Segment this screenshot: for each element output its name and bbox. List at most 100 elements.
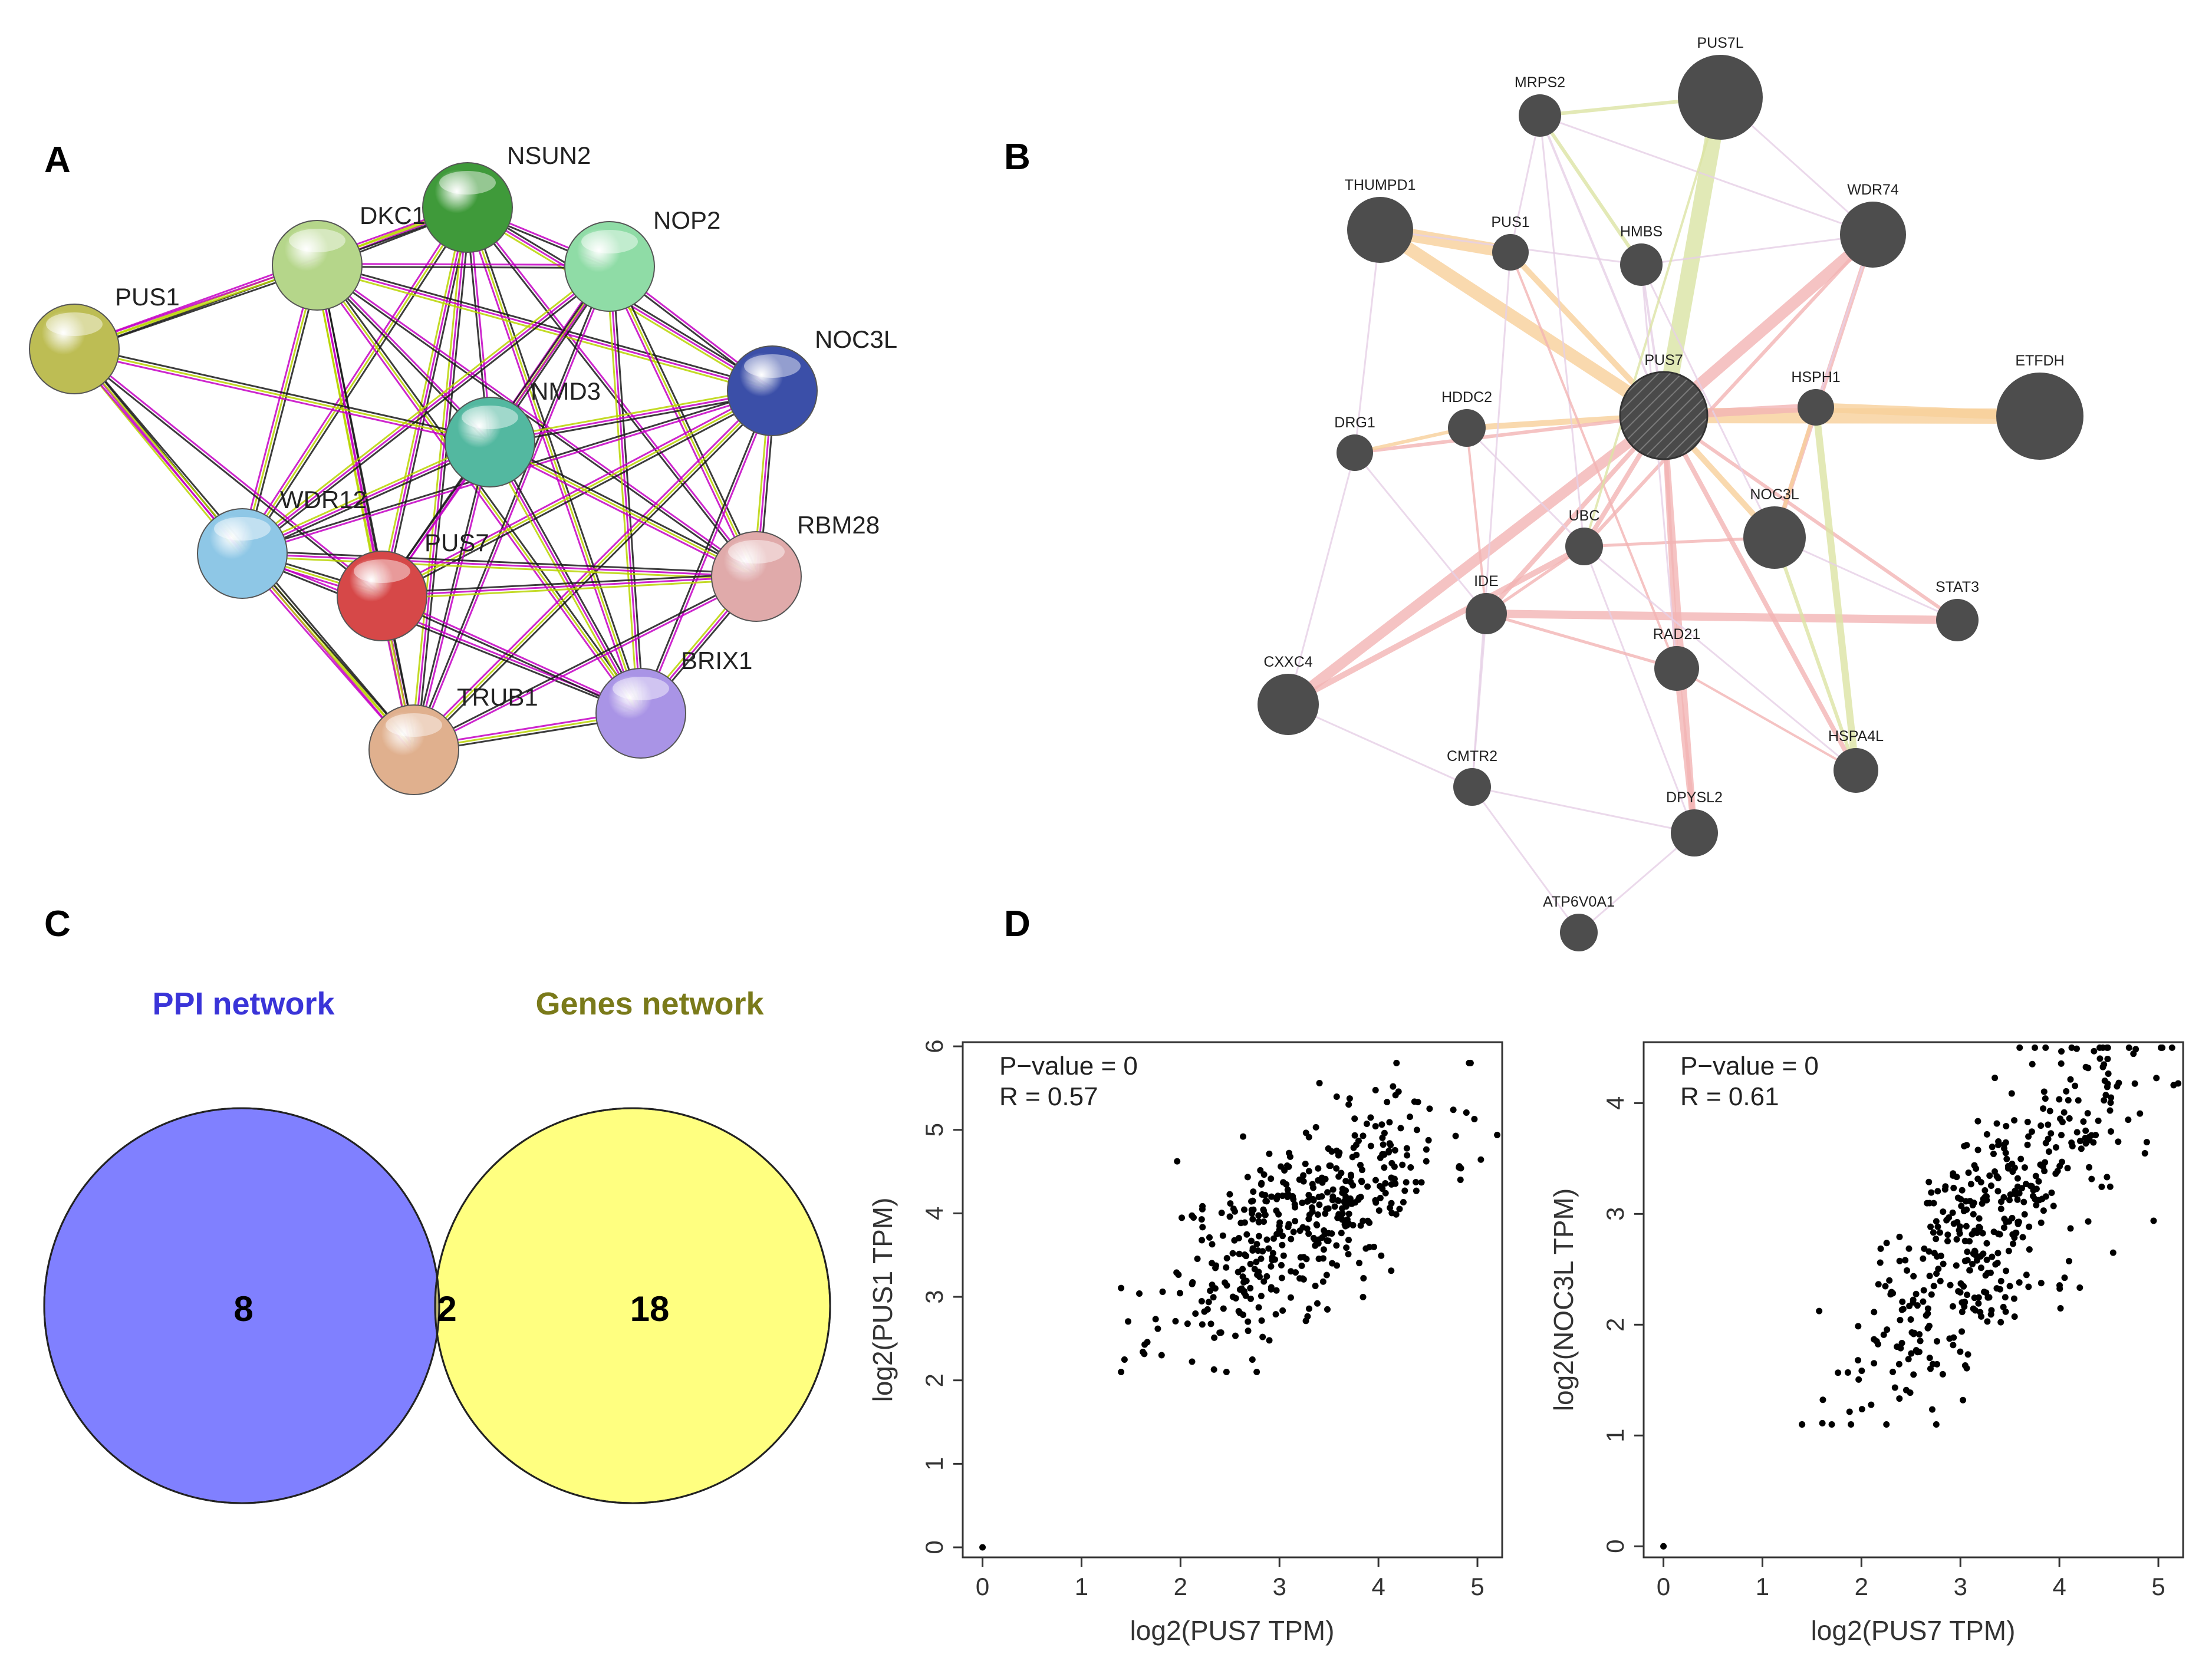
- gene-network-edge: [1640, 263, 1678, 670]
- scatter-point: [1897, 1345, 1904, 1352]
- scatter-point: [1973, 1257, 1980, 1264]
- ppi-edge: [491, 439, 758, 575]
- scatter-point: [2175, 1080, 2182, 1087]
- scatter-point: [1905, 1356, 1912, 1363]
- gene-node-label: PUS7: [1644, 352, 1683, 368]
- ppi-edge: [413, 574, 756, 750]
- scatter-points: [1660, 1044, 2182, 1550]
- scatter-point: [1235, 1307, 1242, 1315]
- scatter-point: [2016, 1044, 2023, 1051]
- scatter-point: [1320, 1246, 1327, 1253]
- scatter-point: [1273, 1194, 1281, 1201]
- scatter-point: [1237, 1220, 1245, 1227]
- scatter-point: [2078, 1145, 2085, 1152]
- scatter-point: [2088, 1132, 2095, 1139]
- scatter-point: [1900, 1306, 1907, 1313]
- gene-node-label: ATP6V0A1: [1543, 894, 1615, 910]
- scatter-point: [1819, 1419, 1826, 1426]
- ppi-node-highlight: [46, 312, 103, 336]
- scatter-point: [1339, 1210, 1346, 1217]
- gene-node-thumpd1: [1347, 197, 1413, 263]
- scatter-point: [1207, 1287, 1214, 1294]
- ppi-edge: [241, 265, 318, 554]
- ppi-edge: [242, 549, 757, 575]
- gene-node-drg1: [1337, 434, 1373, 471]
- scatter-point: [1292, 1269, 1299, 1276]
- scatter-point: [1385, 1147, 1393, 1154]
- scatter-point: [1388, 1174, 1395, 1181]
- scatter-point: [2045, 1135, 2052, 1142]
- scatter-point: [1987, 1182, 1994, 1189]
- scatter-point: [1992, 1261, 1999, 1268]
- ppi-edge: [244, 265, 321, 555]
- y-tick-label: 1: [1601, 1429, 1629, 1442]
- ppi-edge: [414, 442, 492, 750]
- scatter-point: [2009, 1168, 2016, 1175]
- scatter-point: [1328, 1148, 1335, 1155]
- scatter-point: [1121, 1356, 1128, 1363]
- scatter-point: [2042, 1095, 2049, 1102]
- scatter-point: [1964, 1248, 1971, 1256]
- gene-network-edge: [1471, 612, 1487, 788]
- scatter-point: [1364, 1217, 1371, 1224]
- scatter-point: [2105, 1070, 2112, 1077]
- scatter-point: [1933, 1218, 1940, 1225]
- scatter-point: [2141, 1150, 2148, 1157]
- scatter-point: [1305, 1305, 1312, 1312]
- scatter-point: [1226, 1191, 1233, 1198]
- ppi-edge: [611, 265, 760, 576]
- scatter-point: [2040, 1207, 2047, 1214]
- scatter-point: [1896, 1257, 1903, 1264]
- scatter-point: [1364, 1183, 1371, 1190]
- scatter-point: [1928, 1406, 1936, 1413]
- scatter-point: [1407, 1164, 1414, 1171]
- scatter-point: [1223, 1282, 1230, 1289]
- scatter-point: [1249, 1215, 1256, 1223]
- scatter-point: [1467, 1059, 1474, 1066]
- ppi-edge: [416, 207, 472, 750]
- scatter-point: [1259, 1333, 1266, 1340]
- scatter-point: [1372, 1177, 1379, 1184]
- scatter-point: [1933, 1338, 1940, 1345]
- gene-network-edge: [1285, 543, 1587, 707]
- ppi-edge: [605, 266, 639, 714]
- scatter-point: [1305, 1168, 1312, 1175]
- scatter-point: [1256, 1273, 1263, 1280]
- scatter-point: [2104, 1083, 2111, 1091]
- scatter-point: [1266, 1150, 1273, 1157]
- scatter-point: [2002, 1294, 2009, 1301]
- scatter-point: [1268, 1175, 1275, 1182]
- scatter-point: [1306, 1211, 1313, 1218]
- scatter-point: [1367, 1114, 1374, 1121]
- scatter-point: [1258, 1293, 1265, 1300]
- scatter-point: [1457, 1177, 1464, 1184]
- ppi-edge: [239, 263, 608, 552]
- scatter-point: [2011, 1117, 2018, 1124]
- gene-node-label: CMTR2: [1447, 748, 1497, 765]
- scatter-point: [1396, 1205, 1403, 1213]
- scatter-point: [1463, 1109, 1470, 1116]
- scatter-point: [1179, 1214, 1186, 1221]
- scatter-point: [1235, 1235, 1242, 1242]
- scatter-point: [2058, 1048, 2065, 1055]
- scatter-point: [2060, 1109, 2068, 1116]
- ppi-node-label: NMD3: [531, 377, 601, 405]
- scatter-point: [1799, 1421, 1806, 1428]
- scatter-point: [1360, 1217, 1367, 1224]
- scatter-point: [1971, 1247, 1979, 1254]
- scatter-point: [1211, 1334, 1218, 1341]
- gene-node-pus7: [1619, 371, 1709, 460]
- scatter-point: [1914, 1349, 1921, 1356]
- scatter-point: [1220, 1305, 1227, 1312]
- scatter-point: [2068, 1044, 2075, 1051]
- ppi-node-highlight: [581, 230, 638, 253]
- scatter-point: [1278, 1261, 1285, 1269]
- scatter-point: [1937, 1277, 1944, 1284]
- gene-network-edge: [1539, 114, 1874, 236]
- scatter-point: [1977, 1264, 1984, 1271]
- scatter-point: [1198, 1216, 1205, 1223]
- ppi-edge: [414, 266, 612, 751]
- scatter-point: [1358, 1178, 1365, 1185]
- scatter-point: [1403, 1179, 1410, 1186]
